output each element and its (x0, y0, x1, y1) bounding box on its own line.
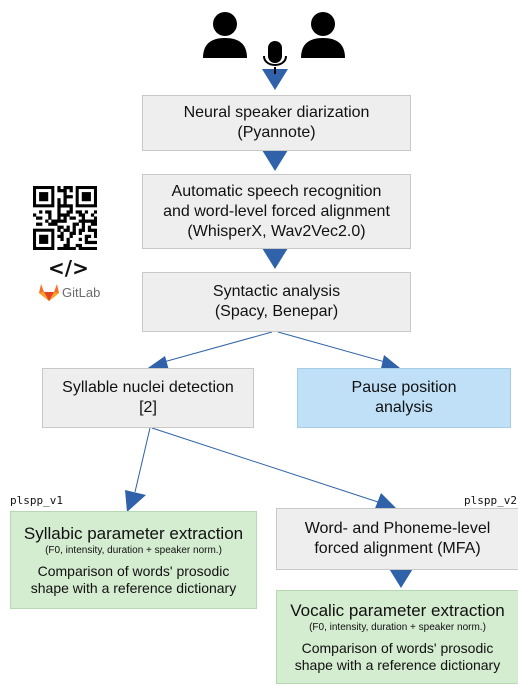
syllabic-note: (F0, intensity, duration + speaker norm.… (45, 545, 222, 556)
vocalic-desc-2: shape with a reference dictionary (294, 657, 501, 673)
arrow-asr-to-syntax (262, 248, 288, 269)
person-icon (203, 12, 247, 58)
syllable-ref: [2] (139, 399, 157, 416)
syllable-title: Syllable nuclei detection (62, 379, 234, 396)
vocalic-box: Vocalic parameter extraction (F0, intens… (276, 590, 518, 684)
mfa-line-1: Word- and Phoneme-level (304, 520, 491, 537)
connector-syllable-to-mfa (151, 427, 379, 503)
arrow-diarization-to-asr (262, 150, 288, 171)
right-version-label: plspp_v2 (464, 494, 517, 507)
diarization-title: Neural speaker diarization (183, 104, 370, 121)
connector-syntax-to-pause (277, 331, 386, 363)
diarization-box: Neural speaker diarization (Pyannote) (142, 95, 411, 151)
pause-box: Pause position analysis (297, 368, 511, 428)
syllabic-desc-2: shape with a reference dictionary (30, 580, 237, 596)
pause-title-1: Pause position (351, 379, 457, 396)
vocalic-title: Vocalic parameter extraction (290, 601, 505, 620)
syntax-title: Syntactic analysis (212, 283, 341, 300)
asr-line-2: and word-level forced alignment (163, 202, 390, 220)
asr-box: Automatic speech recognition and word-le… (142, 174, 411, 249)
vocalic-desc-1: Comparison of words' prosodic (301, 640, 494, 656)
syntax-box: Syntactic analysis (Spacy, Benepar) (142, 272, 411, 332)
connector-syntax-to-syllable (159, 331, 273, 364)
arrowhead-syllabic (125, 490, 146, 512)
pause-title-2: analysis (375, 399, 433, 416)
microphone-icon (263, 41, 287, 74)
asr-tools: (WhisperX, Wav2Vec2.0) (187, 222, 366, 240)
gitlab-wordmark: GitLab (62, 284, 101, 300)
syllable-box: Syllable nuclei detection [2] (42, 368, 254, 428)
gitlab-logo-icon (39, 284, 59, 301)
diarization-tool: (Pyannote) (237, 124, 316, 141)
gitlab-link[interactable]: GitLab (38, 281, 100, 303)
syntax-tools: (Spacy, Benepar) (214, 303, 339, 320)
vocalic-note: (F0, intensity, duration + speaker norm.… (309, 622, 486, 633)
connector-syllable-to-syllabic (134, 427, 151, 493)
qr-code-icon[interactable] (33, 186, 97, 250)
person-icon (301, 12, 345, 58)
syllabic-title: Syllabic parameter extraction (23, 524, 244, 543)
arrow-mfa-to-vocalic (388, 567, 414, 588)
mfa-line-2: forced alignment (MFA) (314, 540, 481, 557)
asr-line-1: Automatic speech recognition (171, 182, 382, 200)
left-version-label: plspp_v1 (10, 494, 63, 507)
arrow-mic-to-diarization (262, 69, 288, 90)
arrowhead-mfa (374, 493, 396, 511)
mfa-box: Word- and Phoneme-level forced alignment… (276, 508, 518, 570)
syllabic-desc-1: Comparison of words' prosodic (37, 563, 230, 579)
code-glyph: </> (48, 256, 89, 280)
speakers-illustration (203, 12, 345, 74)
syllabic-box: Syllabic parameter extraction (F0, inten… (10, 511, 257, 609)
